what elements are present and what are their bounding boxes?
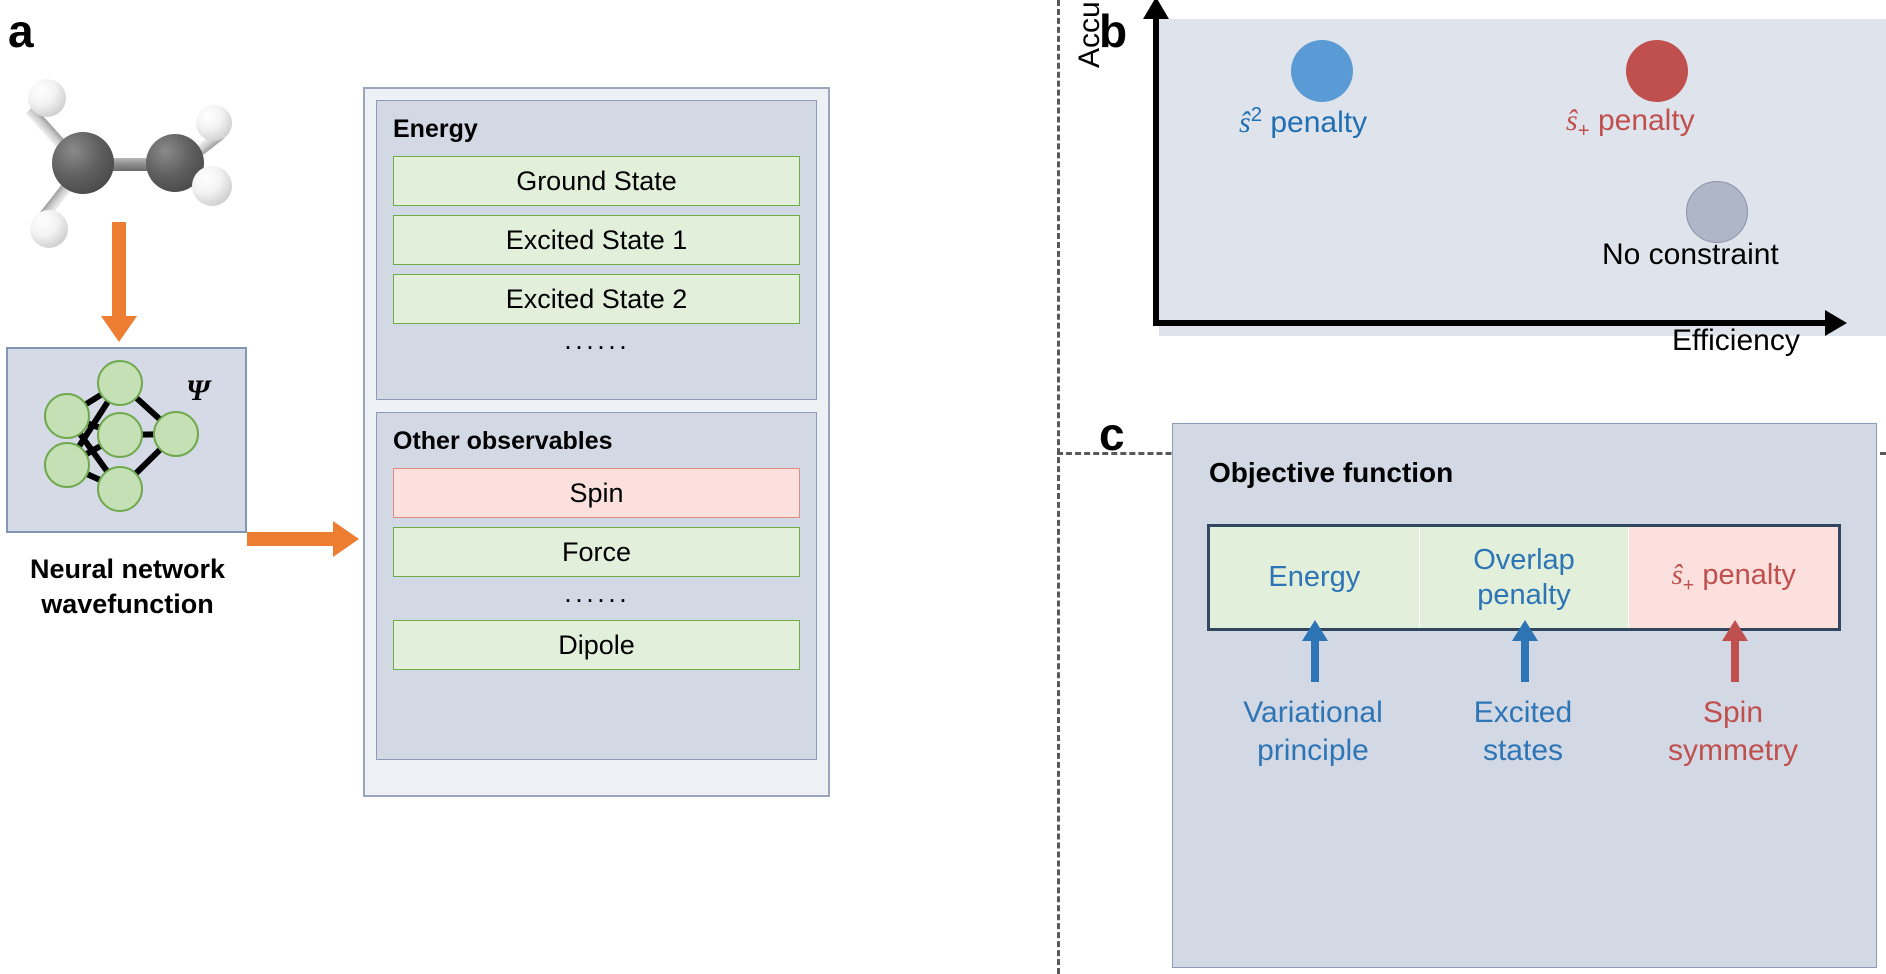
energy-item-excited-state-1[interactable]: Excited State 1 [393, 215, 800, 265]
energy-item-ground-state[interactable]: Ground State [393, 156, 800, 206]
nn-node-input-1 [44, 393, 90, 439]
vertical-dashed-divider [1057, 0, 1060, 974]
energy-cell[interactable]: Energy [1210, 527, 1420, 628]
splus-penalty-cell-label: ŝ+ penalty [1671, 558, 1795, 597]
orange-arrow-right-icon [247, 521, 359, 557]
s-hat-symbol-cell: ŝ [1671, 558, 1683, 591]
observable-item-dipole[interactable]: Dipole [393, 620, 800, 670]
footer-variational-principle: Variational principle [1205, 694, 1421, 769]
observable-item-spin[interactable]: Spin [393, 468, 800, 518]
panel-a-letter: a [8, 5, 34, 57]
nn-caption-line-1: Neural network [29, 554, 226, 584]
panel-b-letter: b [1099, 5, 1128, 57]
objective-function-title: Objective function [1209, 457, 1454, 488]
bubble-label-splus-penalty: ŝ+ penalty [1566, 104, 1695, 143]
neural-network-graph [44, 360, 199, 512]
nn-node-output [153, 411, 199, 457]
bubble-label-no-constraint: No constraint [1602, 238, 1779, 271]
footer-variational-line-1: Variational [1243, 696, 1383, 729]
s-superscript-2: 2 [1250, 104, 1263, 126]
splus-penalty-cell[interactable]: ŝ+ penalty [1629, 527, 1839, 628]
panel-c-letter: c [1099, 408, 1125, 460]
energy-group-title: Energy [393, 115, 478, 143]
efficiency-axis-label: Efficiency [1672, 324, 1800, 357]
arrow-up-excited-states [1512, 620, 1538, 682]
footer-excited-line-2: states [1482, 733, 1564, 767]
carbon-atom-1 [52, 132, 114, 194]
accuracy-efficiency-plot-area [1159, 19, 1886, 336]
bubble-label-s2-penalty: ŝ2 penalty [1239, 104, 1367, 140]
energy-item-excited-state-2[interactable]: Excited State 2 [393, 274, 800, 324]
overlap-penalty-cell-label: Overlap penalty [1473, 543, 1575, 611]
hydrogen-atom-2 [30, 210, 68, 248]
objective-function-box: Objective function Energy Overlap penalt… [1172, 423, 1877, 968]
overlap-line-2: penalty [1477, 578, 1571, 611]
s-subscript-plus: + [1577, 120, 1590, 142]
footer-spin-line-1: Spin [1702, 696, 1764, 729]
arrow-up-variational-principle [1302, 620, 1328, 682]
overlap-line-1: Overlap [1473, 544, 1575, 577]
panel-a: a [0, 5, 830, 797]
overlap-penalty-cell[interactable]: Overlap penalty [1419, 527, 1630, 628]
neural-network-caption: Neural network wavefunction [0, 552, 255, 621]
hydrogen-atom-3 [196, 105, 232, 141]
s2-penalty-suffix: penalty [1262, 106, 1368, 139]
psi-symbol-label: Ψ [186, 374, 210, 407]
footer-spin-line-2: symmetry [1668, 733, 1798, 767]
bubble-no-constraint[interactable] [1686, 181, 1748, 243]
observable-item-force[interactable]: Force [393, 527, 800, 577]
arrow-up-spin-symmetry [1722, 620, 1748, 682]
energy-group: Energy Ground State Excited State 1 Exci… [376, 100, 817, 400]
objective-function-row: Energy Overlap penalty ŝ+ penalty [1207, 524, 1841, 631]
bubble-s2-penalty[interactable] [1291, 40, 1353, 102]
nn-node-input-2 [44, 442, 90, 488]
splus-cell-suffix: penalty [1694, 558, 1796, 591]
accuracy-axis [1143, 0, 1169, 326]
energy-group-ellipsis: ······ [563, 331, 630, 361]
s-subscript-plus-cell: + [1682, 573, 1695, 596]
observables-container: Energy Ground State Excited State 1 Exci… [363, 87, 830, 797]
hydrogen-atom-4 [192, 166, 232, 206]
nn-node-hidden-1 [97, 360, 143, 406]
footer-excited-line-1: Excited [1473, 696, 1573, 729]
bubble-splus-penalty[interactable] [1626, 40, 1688, 102]
efficiency-axis [1153, 310, 1847, 336]
footer-variational-line-2: principle [1257, 733, 1369, 767]
s-hat-symbol: ŝ [1239, 106, 1251, 139]
other-observables-ellipsis: ······ [563, 584, 630, 614]
hydrogen-atom-1 [28, 79, 66, 117]
other-observables-group: Other observables Spin Force ······ Dipo… [376, 412, 817, 760]
nn-node-hidden-2 [97, 412, 143, 458]
other-observables-title: Other observables [393, 427, 613, 455]
energy-cell-label: Energy [1268, 561, 1361, 594]
s-hat-symbol-plus: ŝ [1566, 104, 1578, 137]
footer-excited-states: Excited states [1415, 694, 1631, 769]
accuracy-axis-label: Accuracy [1073, 0, 1106, 68]
ethylene-molecule [18, 78, 268, 260]
splus-penalty-suffix: penalty [1589, 104, 1695, 137]
nn-node-hidden-3 [97, 466, 143, 512]
neural-network-box: Ψ [6, 347, 247, 533]
nn-caption-line-2: wavefunction [41, 588, 214, 619]
footer-spin-symmetry: Spin symmetry [1625, 694, 1841, 769]
orange-arrow-down-icon [101, 222, 137, 342]
